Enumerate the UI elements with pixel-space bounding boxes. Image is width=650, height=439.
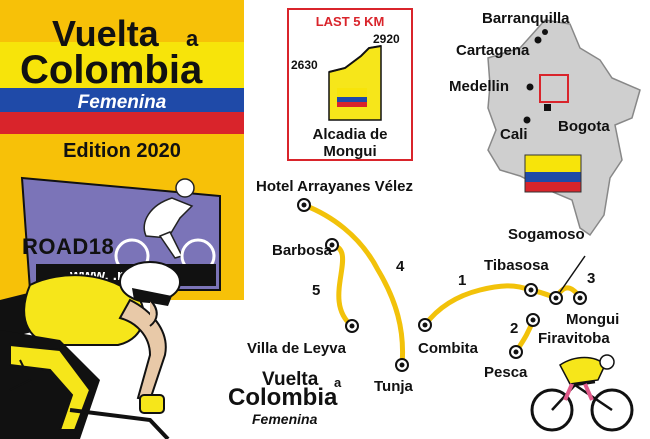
profile-elevation-low: 2630 xyxy=(291,58,318,72)
profile-elevation-high: 2920 xyxy=(373,32,400,46)
segment-1-label: 1 xyxy=(458,272,467,289)
place-pesca: Pesca xyxy=(484,364,528,381)
elevation-profile-graphic xyxy=(328,45,382,121)
small-cyclist-illustration xyxy=(530,354,634,432)
road18-card xyxy=(20,176,221,291)
poster-edition: Edition 2020 xyxy=(63,140,181,162)
stage-profile-card: LAST 5 KM 2630 2920 Alcadia de Mongui xyxy=(287,8,413,161)
poster-title-a: a xyxy=(186,26,199,51)
poster-title-vuelta: Vuelta xyxy=(52,13,159,54)
place-hotel: Hotel Arrayanes Vélez xyxy=(256,178,414,195)
place-combita: Combita xyxy=(418,340,478,357)
flag-band-red xyxy=(0,112,244,134)
place-mongui: Mongui xyxy=(566,311,620,328)
profile-finish-line2: Mongui xyxy=(323,143,377,160)
profile-finish-line1: Alcadia de xyxy=(312,126,388,143)
poster-panel: Vuelta a Colombia Femenina Edition 2020 … xyxy=(0,0,244,300)
segment-5-label: 5 xyxy=(312,282,321,299)
place-tunja: Tunja xyxy=(374,378,413,395)
route-segment-5 xyxy=(329,242,355,329)
sogamoso-leader-line xyxy=(559,255,586,293)
profile-title: LAST 5 KM xyxy=(315,14,385,29)
place-barbosa: Barbosa xyxy=(272,242,333,259)
brand-femenina: Femenina xyxy=(252,411,318,427)
place-tibasosa: Tibasosa xyxy=(484,257,549,274)
segment-3-label: 3 xyxy=(587,270,596,287)
brand-vuelta: Vuelta xyxy=(262,369,319,390)
medellin-marker xyxy=(526,83,534,91)
flag-band-yellow xyxy=(0,42,244,88)
profile-finish-name: Alcadia de Mongui xyxy=(289,126,411,160)
route-segment-1 xyxy=(422,283,533,328)
city-medellin: Medellin xyxy=(449,78,510,95)
road18-logo: ROAD18 xyxy=(22,234,115,259)
brand-a: a xyxy=(334,375,342,390)
cyclist-illustration xyxy=(0,261,181,439)
route-segment-4 xyxy=(301,202,406,368)
cali-marker xyxy=(523,116,531,124)
segment-2-label: 2 xyxy=(510,320,519,337)
segment-4-label: 4 xyxy=(396,258,405,275)
region-highlight xyxy=(539,74,569,103)
poster-subtitle: Femenina xyxy=(77,92,167,113)
colombia-map xyxy=(487,19,641,237)
city-bogota: Bogota xyxy=(558,118,610,135)
place-firavitoba: Firavitoba xyxy=(538,330,610,347)
route-markers xyxy=(297,198,587,372)
city-cali: Cali xyxy=(500,126,528,143)
brand-colombia: Colombia xyxy=(228,384,338,411)
city-barranquilla: Barranquilla xyxy=(482,10,570,27)
place-villa: Villa de Leyva xyxy=(247,340,346,357)
profile-flag-icon xyxy=(337,88,367,107)
rider-silhouette-icon xyxy=(143,178,195,259)
colombia-flag-icon xyxy=(524,154,582,193)
barranquilla-marker xyxy=(534,36,542,44)
flag-band-blue xyxy=(0,88,244,112)
poster-title-colombia: Colombia xyxy=(20,48,203,92)
city-cartagena: Cartagena xyxy=(456,42,530,59)
place-sogamoso: Sogamoso xyxy=(508,226,585,243)
bogota-marker xyxy=(544,104,551,111)
